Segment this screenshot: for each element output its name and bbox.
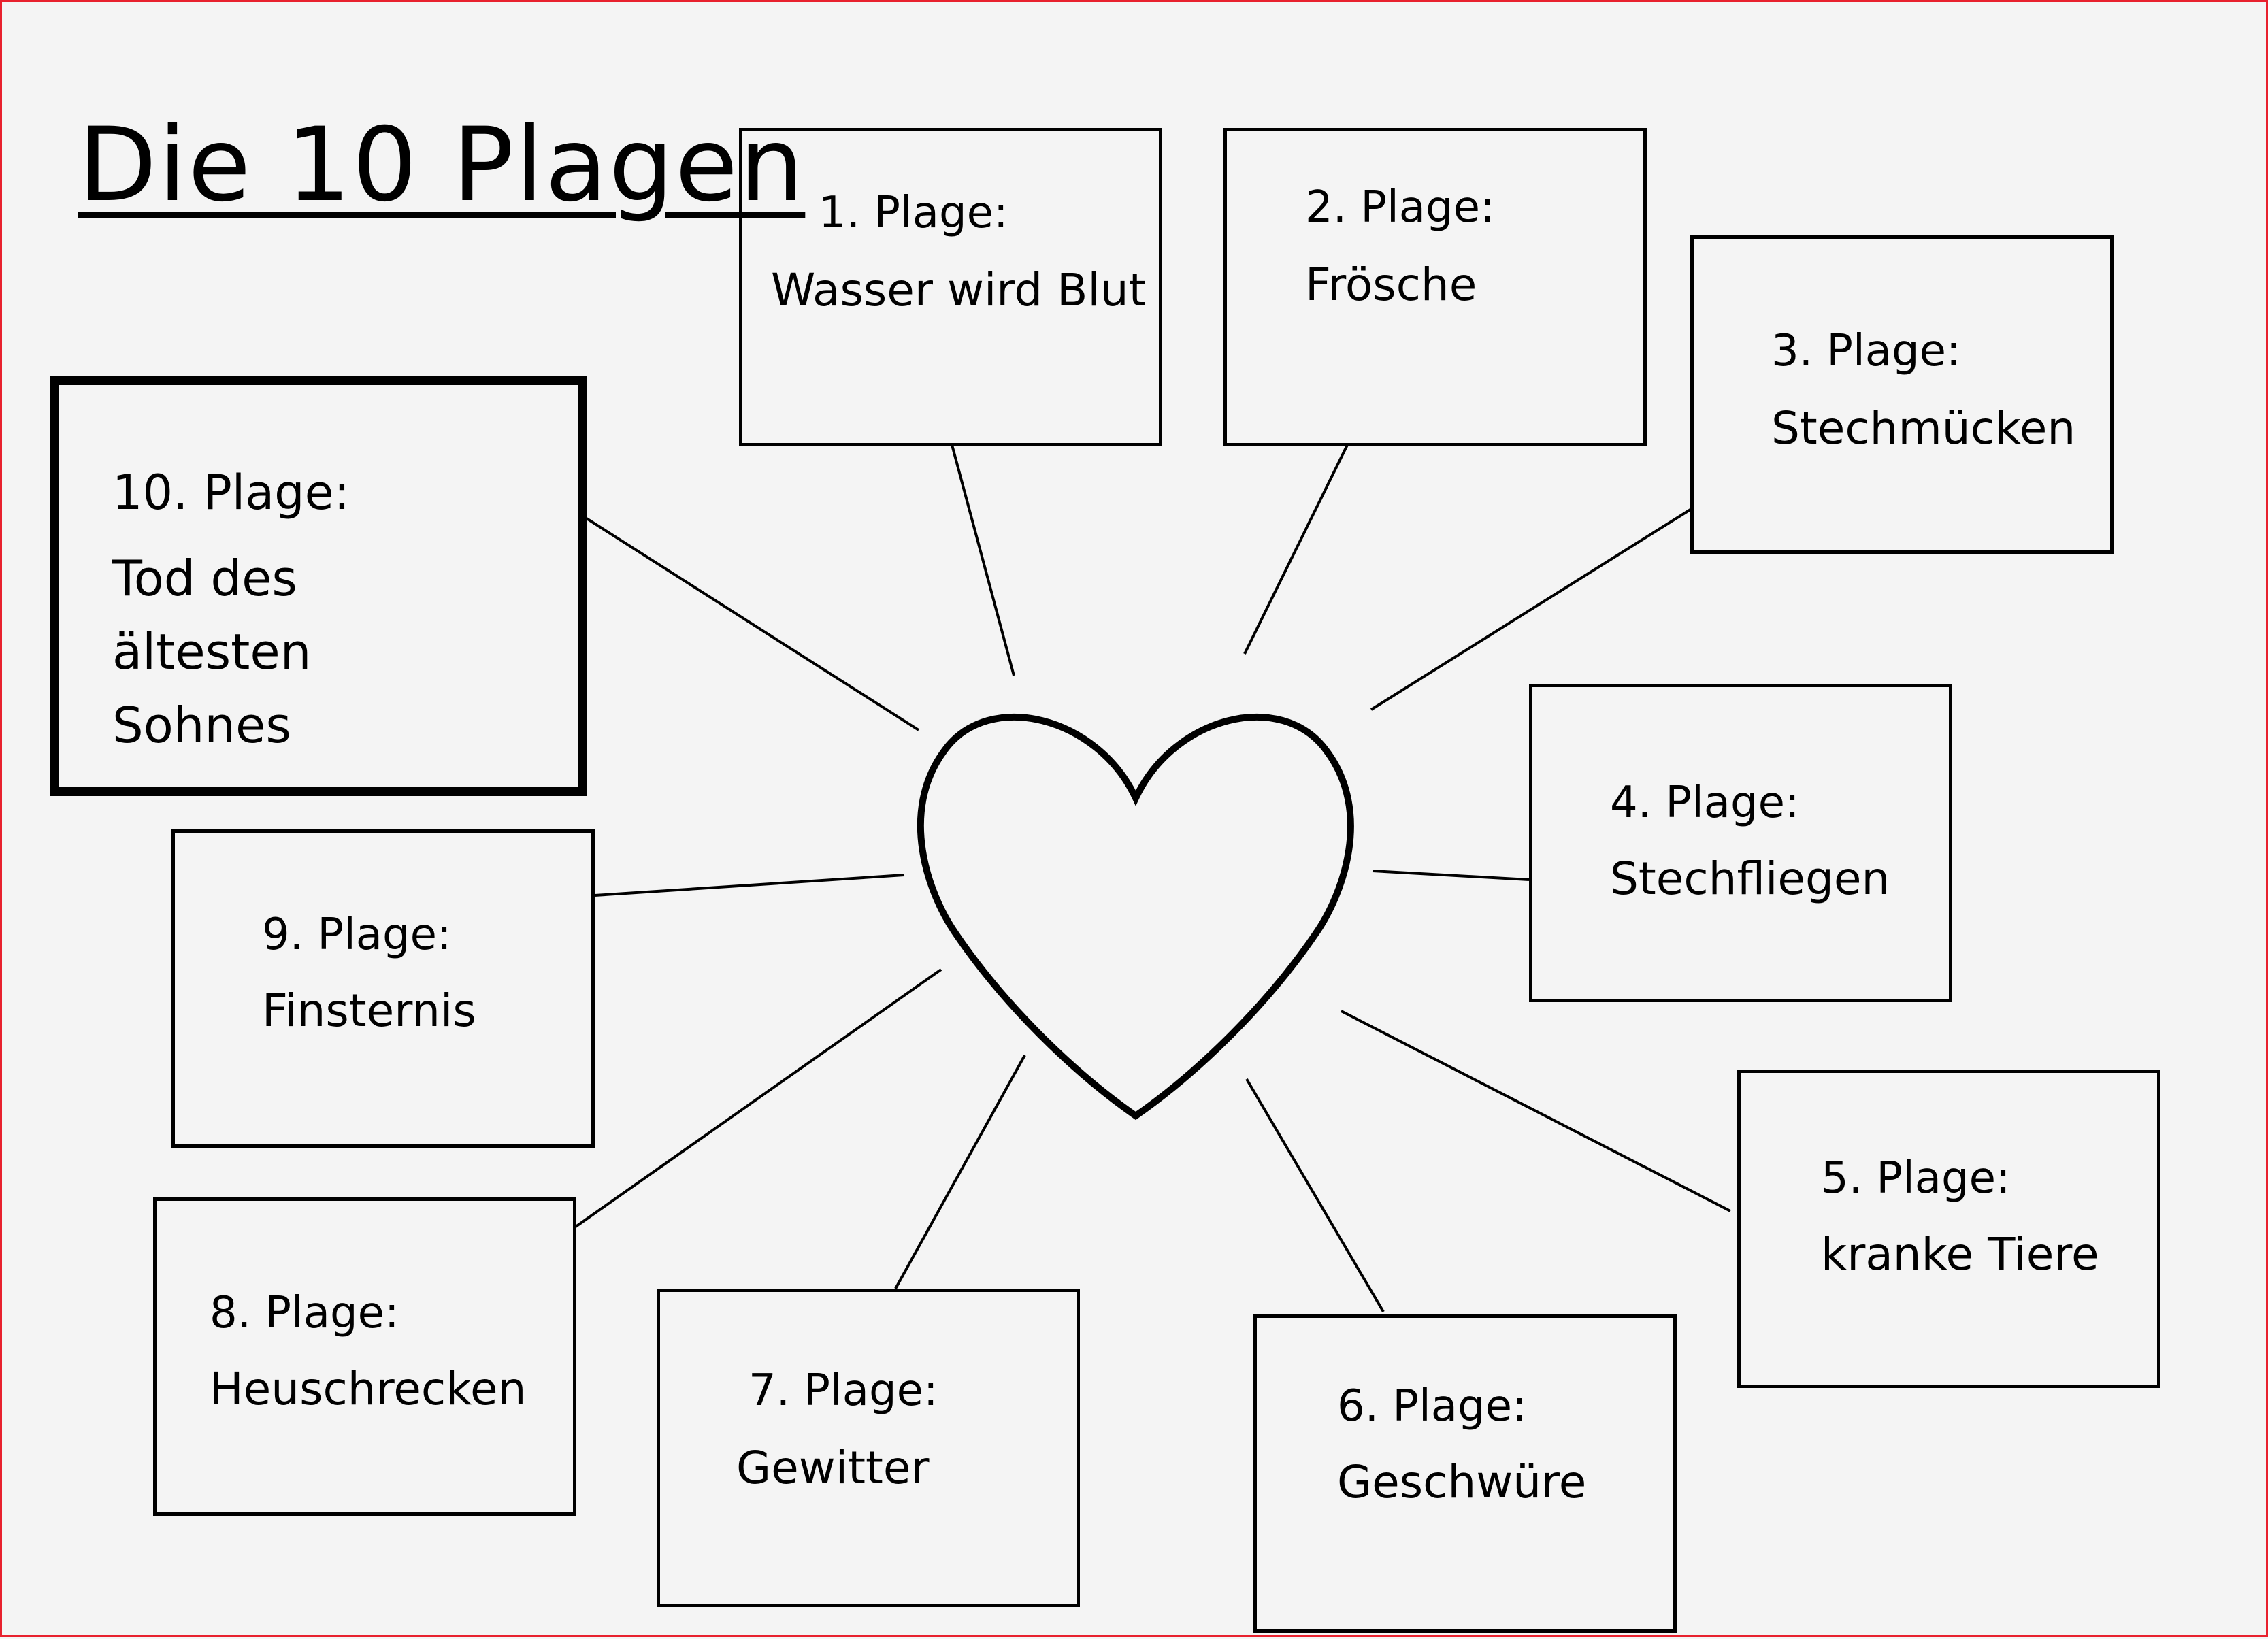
plague-6-label: 6. Plage: (1337, 1381, 1527, 1431)
plague-9-name: Finsternis (262, 984, 476, 1037)
plague-box-6: 6. Plage: Geschwüre (1253, 1314, 1677, 1633)
page-title: Die 10 Plagen (78, 106, 806, 225)
arrow-plague-5 (1341, 1010, 1731, 1212)
plague-5-label: 5. Plage: (1821, 1153, 2011, 1204)
plague-10-label: 10. Plage: (112, 465, 350, 520)
plague-4-label: 4. Plage: (1610, 778, 1800, 828)
plague-7-name: Gewitter (736, 1442, 930, 1494)
plague-4-name: Stechfliegen (1610, 852, 1890, 905)
arrow-plague-8 (574, 968, 942, 1228)
plague-2-name: Frösche (1305, 259, 1477, 311)
plague-7-label: 7. Plage: (749, 1365, 938, 1416)
arrow-plague-10 (585, 517, 920, 731)
plague-box-1: 1. Plage: Wasser wird Blut (739, 128, 1162, 446)
arrow-plague-6 (1245, 1078, 1385, 1313)
plague-box-2: 2. Plage: Frösche (1223, 128, 1647, 446)
plague-9-label: 9. Plage: (262, 910, 452, 960)
arrow-plague-9 (594, 874, 905, 897)
plague-1-name: Wasser wird Blut (771, 264, 1147, 316)
plague-2-label: 2. Plage: (1305, 182, 1495, 233)
plague-8-label: 8. Plage: (210, 1288, 399, 1338)
plague-10-name: Tod des ältesten Sohnes (112, 550, 312, 754)
plague-box-5: 5. Plage: kranke Tiere (1737, 1070, 2160, 1388)
heart-icon (917, 713, 1354, 1121)
plague-3-label: 3. Plage: (1771, 326, 1961, 376)
arrow-plague-4 (1372, 870, 1530, 881)
plague-3-name: Stechmücken (1771, 402, 2076, 454)
plague-6-name: Geschwüre (1337, 1456, 1587, 1508)
plague-box-8: 8. Plage: Heuschrecken (153, 1197, 576, 1516)
plague-1-label: 1. Plage: (819, 188, 1008, 238)
plague-box-9: 9. Plage: Finsternis (171, 829, 595, 1148)
arrow-plague-1 (951, 444, 1015, 676)
plague-box-3: 3. Plage: Stechmücken (1690, 235, 2114, 554)
plague-box-4: 4. Plage: Stechfliegen (1529, 684, 1952, 1002)
plague-box-7: 7. Plage: Gewitter (657, 1289, 1080, 1607)
plague-box-10: 10. Plage: Tod des ältesten Sohnes (50, 376, 587, 796)
plague-8-name: Heuschrecken (210, 1363, 527, 1415)
plague-5-name: kranke Tiere (1821, 1228, 2099, 1280)
arrow-plague-2 (1243, 444, 1349, 655)
arrow-plague-7 (894, 1055, 1026, 1289)
arrow-plague-3 (1370, 508, 1692, 711)
